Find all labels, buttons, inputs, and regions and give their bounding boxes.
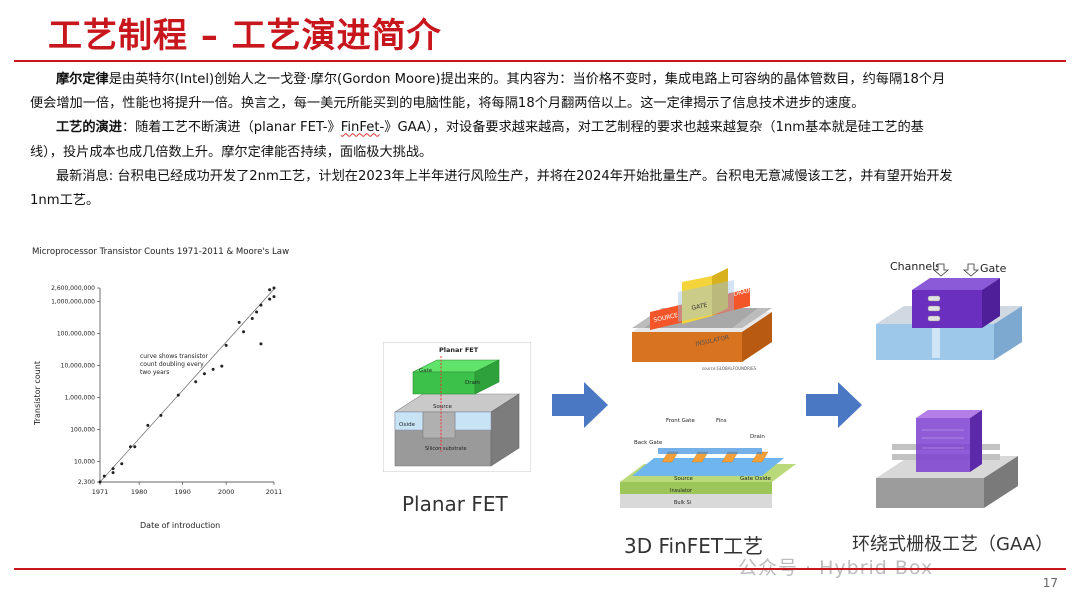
planar-oxide-label: Oxide: [399, 422, 416, 428]
y-tick-label: 1,000,000,000: [51, 298, 95, 305]
annotation-line: curve shows transistor: [140, 353, 208, 360]
arrow-right-icon: [806, 382, 862, 428]
term-moore: 摩尔定律: [56, 72, 109, 87]
finfet-credit: source:GLOBALFOUNDRIES: [702, 366, 757, 371]
paragraph-moore: 摩尔定律是由英特尔(Intel)创始人之一戈登·摩尔(Gordon Moore)…: [56, 72, 946, 87]
data-point: [237, 320, 241, 324]
paragraph-evolution-cont: 线），投片成本也成几倍数上升。摩尔定律能否持续，面临极大挑战。: [30, 144, 433, 160]
data-point: [98, 480, 102, 484]
y-tick-label: 100,000,000: [57, 331, 95, 338]
data-point: [202, 372, 206, 376]
trend-line-segment: [99, 288, 275, 483]
chart-points: [98, 286, 276, 484]
y-tick-label: 2,600,000,000: [51, 285, 95, 292]
finfet-gate-label: GATE: [691, 302, 708, 312]
chart-canvas: Microprocessor Transistor Counts 1971-20…: [32, 247, 289, 530]
data-point: [220, 364, 224, 368]
data-point: [272, 295, 276, 299]
wechat-watermark: 公众号 · Hybrid Box: [738, 557, 934, 579]
gaa-channels-diagram: Channels Gate: [872, 254, 1030, 370]
paragraph-news-cont: 1nm工艺。: [30, 193, 100, 209]
finfet-bulk-label: Bulk Si: [674, 500, 691, 506]
finfet-source2-label: Source: [674, 476, 694, 482]
x-tick-label: 1990: [174, 488, 191, 496]
footer-divider: [14, 568, 1066, 570]
annotation-line: two years: [140, 369, 169, 376]
finfet-caption: 3D FinFET工艺: [624, 534, 764, 558]
finfet-drain-label: DRAIN: [733, 287, 753, 298]
gaa-caption: 环绕式栅极工艺（GAA）: [852, 534, 1054, 555]
data-point: [194, 380, 198, 384]
finfet-gate-oxide-label: Gate Oxide: [740, 476, 772, 482]
x-tick-label: 2011: [266, 488, 283, 496]
body-text: 摩尔定律是由英特尔(Intel)创始人之一戈登·摩尔(Gordon Moore)…: [30, 68, 1040, 213]
term-evolution: 工艺的演进: [56, 120, 122, 136]
data-point: [111, 471, 115, 475]
y-tick-label: 10,000,000: [61, 363, 96, 370]
chart-title: Microprocessor Transistor Counts 1971-20…: [32, 247, 289, 257]
data-point: [255, 310, 259, 314]
gaa-structure-diagram: [872, 408, 1022, 518]
data-point: [128, 445, 132, 449]
data-point: [259, 303, 263, 307]
y-tick-label: 100,000: [70, 427, 95, 434]
planar-silicon-label: Silicon substrate: [425, 446, 467, 452]
annotation-line: count doubling every: [140, 361, 204, 368]
finfet-front-gate-label: Front Gate: [666, 418, 695, 424]
gaa-channels-label: Channels: [890, 260, 941, 273]
finfet-back-gate-label: Back Gate: [634, 440, 663, 446]
finfet-fins-label: Fins: [716, 418, 727, 424]
data-point: [120, 462, 124, 466]
paragraph-evolution: 工艺的演进：随着工艺不断演进（planar FET-》FinFet-》GAA），…: [56, 120, 924, 136]
data-point: [224, 343, 228, 347]
finfet-3d-diagram: SOURCE GATE DRAIN INSULATOR source:GLOBA…: [622, 262, 780, 374]
page-title: 工艺制程 – 工艺演进简介: [48, 16, 442, 56]
x-tick-label: 1980: [131, 488, 148, 496]
finfet-drain2-label: Drain: [750, 434, 765, 440]
planar-caption: Planar FET: [402, 492, 508, 516]
title-divider: [14, 60, 1066, 62]
planar-source-label: Source: [433, 404, 453, 410]
gaa-gate-label: Gate: [980, 262, 1007, 275]
data-point: [159, 413, 163, 417]
data-point: [250, 316, 254, 320]
finfet-insulator2-label: Insulator: [670, 488, 693, 494]
chart-ticks: 1971 1980 1990 2000 2011 2,600,000,000 1,000,0…: [51, 285, 282, 496]
moores-law-chart: Microprocessor Transistor Counts 1971-20…: [28, 240, 328, 540]
trend-line: [99, 288, 275, 483]
y-tick-label: 10,000: [74, 459, 95, 466]
planar-drain-label: Drain: [465, 380, 480, 386]
x-axis-label: Date of introduction: [140, 521, 220, 530]
data-point: [272, 286, 276, 290]
data-point: [146, 423, 150, 427]
x-tick-label: 2000: [218, 488, 235, 496]
chart-axes: [99, 288, 274, 483]
y-tick-label: 1,000,000: [64, 395, 95, 402]
planar-fet-diagram: Planar FET Gate Drain Source Oxide Silic…: [382, 341, 532, 473]
data-point: [111, 467, 115, 471]
x-tick-label: 1971: [92, 488, 109, 496]
y-axis-label: Transistor count: [33, 361, 42, 426]
page-number: 17: [1042, 576, 1058, 590]
data-point: [102, 474, 106, 478]
data-point: [133, 445, 137, 449]
data-point: [242, 330, 246, 334]
paragraph-news: 最新消息: 台积电已经成功开发了2nm工艺，计划在2023年上半年进行风险生产，…: [56, 168, 953, 184]
y-tick-label: 2,300: [78, 479, 95, 486]
arrow-right-icon: [552, 382, 608, 428]
data-point: [176, 393, 180, 397]
data-point: [268, 288, 272, 292]
data-point: [211, 367, 215, 371]
paragraph-moore-cont: 便会增加一倍，性能也将提升一倍。换言之，每一美元所能买到的电脑性能，将每隔18个…: [30, 96, 865, 112]
data-point: [259, 342, 263, 346]
planar-diagram-title: Planar FET: [439, 346, 479, 354]
planar-gate-label: Gate: [419, 368, 433, 374]
finfet-cross-diagram: Front Gate Fins Back Gate Drain Gate Oxi…: [612, 412, 798, 512]
data-point: [268, 297, 272, 301]
